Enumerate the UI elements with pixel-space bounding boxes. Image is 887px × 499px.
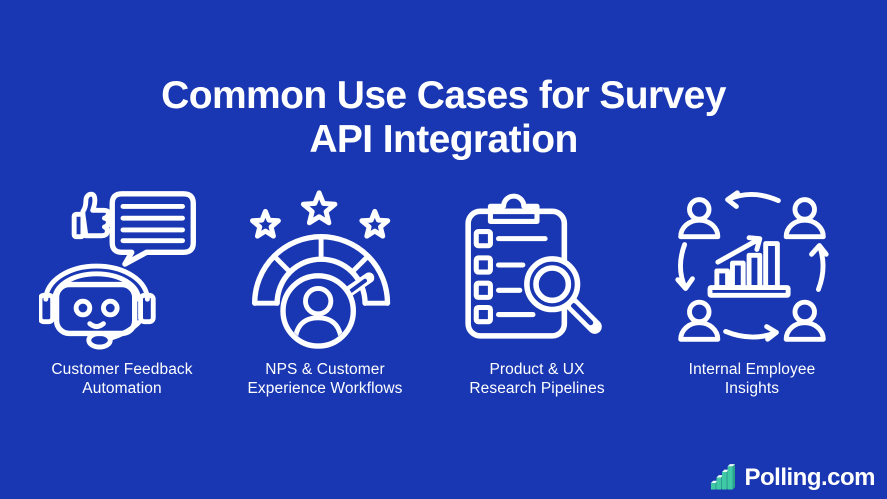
team-chart-cycle-icon [666, 181, 838, 353]
use-case-customer-feedback: Customer Feedback Automation [22, 181, 222, 398]
robot-chat-feedback-icon [36, 181, 208, 353]
stair-steps-chart-logo-icon [710, 463, 736, 492]
brand-logo-text: Polling.com [744, 463, 875, 491]
use-case-employee-insights: Internal Employee Insights [652, 181, 852, 398]
brand-logo: Polling.com [710, 463, 875, 492]
page-title-line2: API Integration [309, 118, 578, 162]
use-case-label: NPS & Customer Experience Workflows [247, 361, 403, 397]
use-case-nps-experience: NPS & Customer Experience Workflows [225, 181, 425, 398]
use-case-product-ux: Product & UX Research Pipelines [437, 181, 637, 398]
use-case-label: Product & UX Research Pipelines [469, 361, 605, 397]
page-title-line1: Common Use Cases for Survey [161, 74, 726, 118]
use-case-label: Internal Employee Insights [688, 361, 816, 397]
use-case-label: Customer Feedback Automation [51, 361, 193, 397]
nps-gauge-stars-icon [239, 181, 411, 353]
page-title: Common Use Cases for Survey API Integrat… [0, 74, 887, 162]
clipboard-magnifier-icon [451, 181, 623, 353]
